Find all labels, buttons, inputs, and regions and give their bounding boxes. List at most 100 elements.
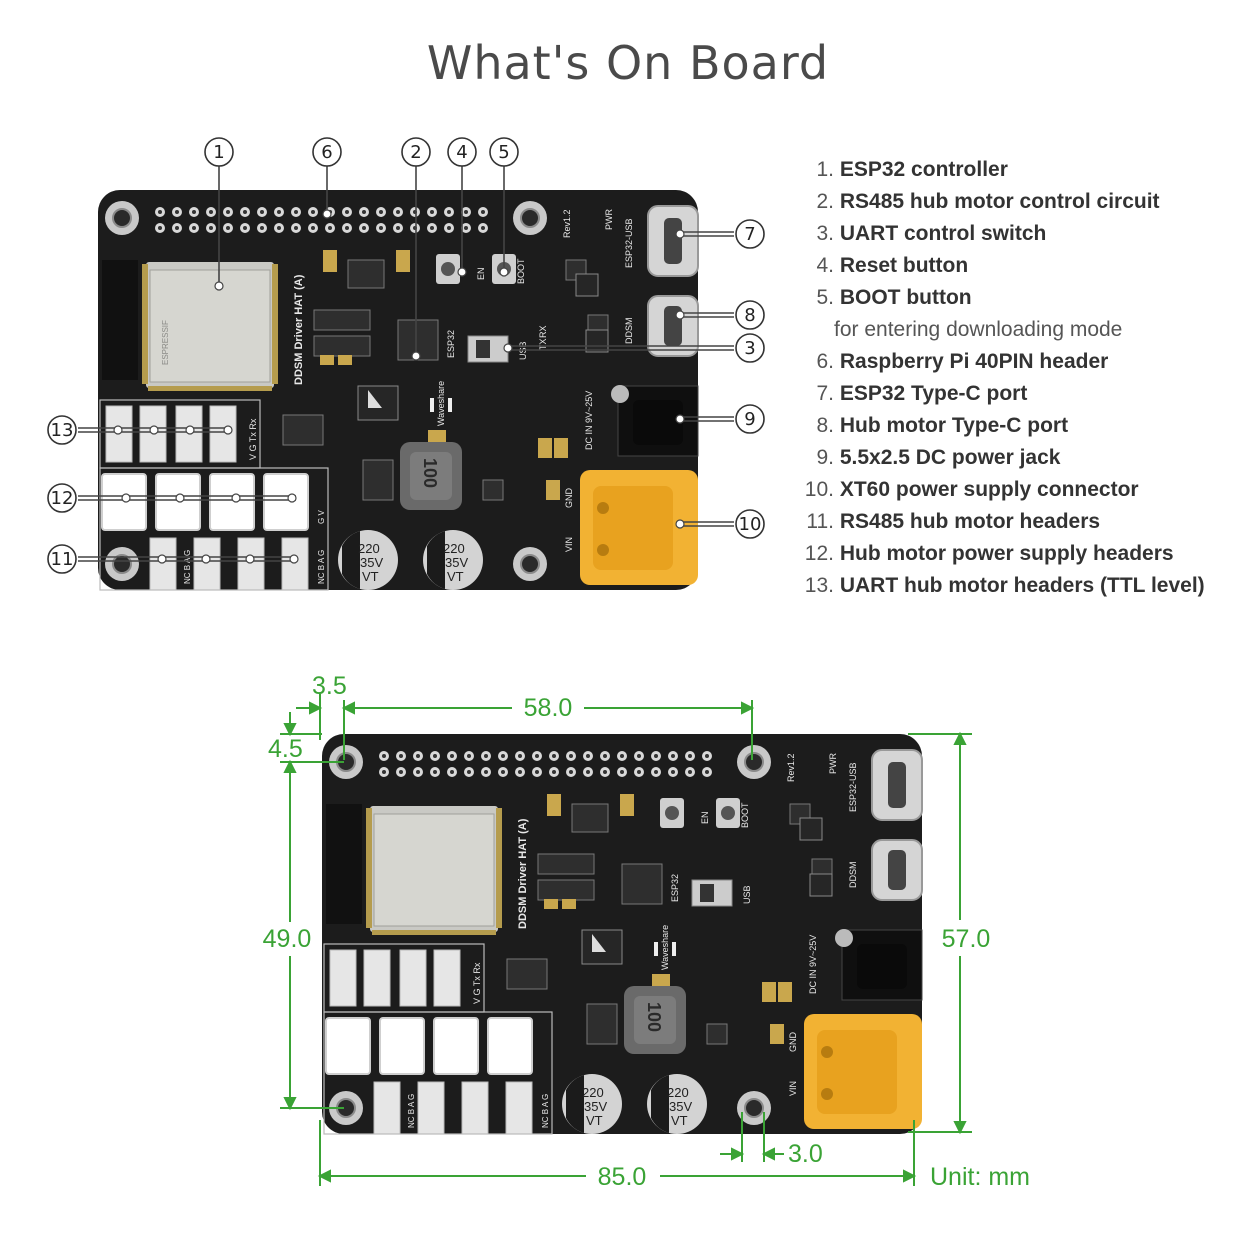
board-dimension-view: DDSM Driver HAT (A) Rev1.2 PWR ESP32-USB…: [321, 733, 923, 1135]
header-pin-hole: [552, 770, 556, 774]
silk-uart-pins: V G Tx Rx: [248, 418, 258, 460]
header-pin-hole: [382, 770, 386, 774]
header-pin-hole: [192, 210, 196, 214]
header-pin-hole: [243, 226, 247, 230]
silk-rs485-pins: NC B A G: [183, 550, 192, 584]
silk-esp32: ESP32: [670, 874, 680, 902]
feature-item: 13. UART hub motor headers (TTL level): [798, 570, 1205, 602]
header-pin-hole: [311, 226, 315, 230]
feature-item: 11. RS485 hub motor headers: [798, 506, 1205, 538]
header-pin-hole: [654, 770, 658, 774]
header-pin-hole: [294, 226, 298, 230]
callout-10: 10: [735, 509, 765, 539]
header-pin-hole: [430, 226, 434, 230]
svg-text:6: 6: [321, 142, 332, 163]
dim-board-height: 57.0: [942, 925, 991, 953]
silk-rs485-pins: NC B A G: [407, 1094, 416, 1128]
header-pin-hole: [450, 754, 454, 758]
cap-value: 220: [582, 1085, 604, 1100]
silk-ddsm: DDSM: [848, 862, 858, 889]
header-pin-hole: [671, 770, 675, 774]
dim-unit: Unit: mm: [930, 1163, 1030, 1191]
silk-usb: USB: [742, 885, 752, 904]
feature-label: UART control switch: [839, 222, 1047, 245]
callout-9: 9: [735, 404, 765, 434]
header-pin-hole: [671, 754, 675, 758]
header-pin-hole: [518, 770, 522, 774]
header-pin-hole: [464, 210, 468, 214]
svg-text:10: 10: [739, 514, 762, 535]
header-pin-hole: [175, 210, 179, 214]
callout-circles: 1 6 2 4 5 7 8 3 9 10 13 12 11: [47, 137, 765, 574]
silk-power-pins: G V: [317, 510, 326, 524]
silk-en: EN: [700, 811, 710, 824]
header-pin-hole: [447, 226, 451, 230]
feature-number: 12.: [804, 542, 834, 565]
silk-uart-pins: V G Tx Rx: [472, 962, 482, 1004]
dim-hole-diameter: 3.0: [788, 1140, 823, 1168]
svg-text:11: 11: [51, 549, 74, 570]
feature-item: 9. 5.5x2.5 DC power jack: [798, 442, 1205, 474]
header-pin-hole: [518, 754, 522, 758]
svg-text:7: 7: [744, 224, 755, 245]
header-pin-hole: [399, 754, 403, 758]
feature-number: 5.: [816, 286, 834, 309]
header-pin-hole: [396, 210, 400, 214]
header-pin-hole: [501, 770, 505, 774]
header-pin-hole: [481, 226, 485, 230]
header-pin-hole: [467, 770, 471, 774]
callout-13: 13: [47, 415, 77, 445]
header-pin-hole: [382, 754, 386, 758]
dim-board-width: 85.0: [598, 1163, 647, 1191]
board-top-view: DDSM Driver HAT (A) Rev1.2 PWR ESP32-USB…: [97, 189, 699, 591]
silk-gnd: GND: [564, 488, 574, 509]
svg-text:13: 13: [51, 420, 74, 441]
header-pin-hole: [158, 210, 162, 214]
header-pin-hole: [535, 770, 539, 774]
silk-board-name: DDSM Driver HAT (A): [517, 818, 529, 929]
callout-6: 6: [312, 137, 342, 167]
svg-text:1: 1: [213, 142, 224, 163]
svg-text:8: 8: [744, 305, 755, 326]
silk-board-name: DDSM Driver HAT (A): [293, 274, 305, 385]
feature-label: Reset button: [839, 254, 969, 277]
silk-rs485-pins: NC B A G: [317, 550, 326, 584]
header-pin-hole: [688, 754, 692, 758]
header-pin-hole: [433, 770, 437, 774]
header-pin-hole: [447, 210, 451, 214]
header-pin-hole: [311, 210, 315, 214]
silk-inductor: 100: [644, 1002, 664, 1032]
header-pin-hole: [379, 226, 383, 230]
gpio-header: [155, 207, 488, 233]
silk-vin: VIN: [564, 537, 574, 552]
header-pin-hole: [484, 770, 488, 774]
feature-item: 1. ESP32 controller: [798, 154, 1205, 186]
silk-ddsm: DDSM: [624, 318, 634, 345]
callout-8: 8: [735, 300, 765, 330]
cap-series: VT: [362, 569, 379, 584]
header-pin-hole: [294, 210, 298, 214]
feature-item: 12. Hub motor power supply headers: [798, 538, 1205, 570]
cap-value: 220: [667, 1085, 689, 1100]
header-pin-hole: [209, 226, 213, 230]
silk-en: EN: [476, 267, 486, 280]
feature-label: XT60 power supply connector: [839, 478, 1139, 501]
header-pin-hole: [328, 226, 332, 230]
header-pin-hole: [705, 770, 709, 774]
callout-11: 11: [47, 544, 77, 574]
feature-item: 7. ESP32 Type-C port: [798, 378, 1205, 410]
header-pin-hole: [552, 754, 556, 758]
header-pin-hole: [277, 226, 281, 230]
feature-number: 10.: [804, 478, 834, 501]
feature-number: 4.: [816, 254, 834, 277]
dim-hole-offset-x: 3.5: [312, 672, 347, 700]
cap-series: VT: [447, 569, 464, 584]
header-pin-hole: [637, 754, 641, 758]
feature-number: 6.: [816, 350, 834, 373]
feature-label: Raspberry Pi 40PIN header: [839, 350, 1109, 373]
feature-item: 4. Reset button: [798, 250, 1205, 282]
header-pin-hole: [654, 754, 658, 758]
feature-item: 10. XT60 power supply connector: [798, 474, 1205, 506]
header-pin-hole: [535, 754, 539, 758]
